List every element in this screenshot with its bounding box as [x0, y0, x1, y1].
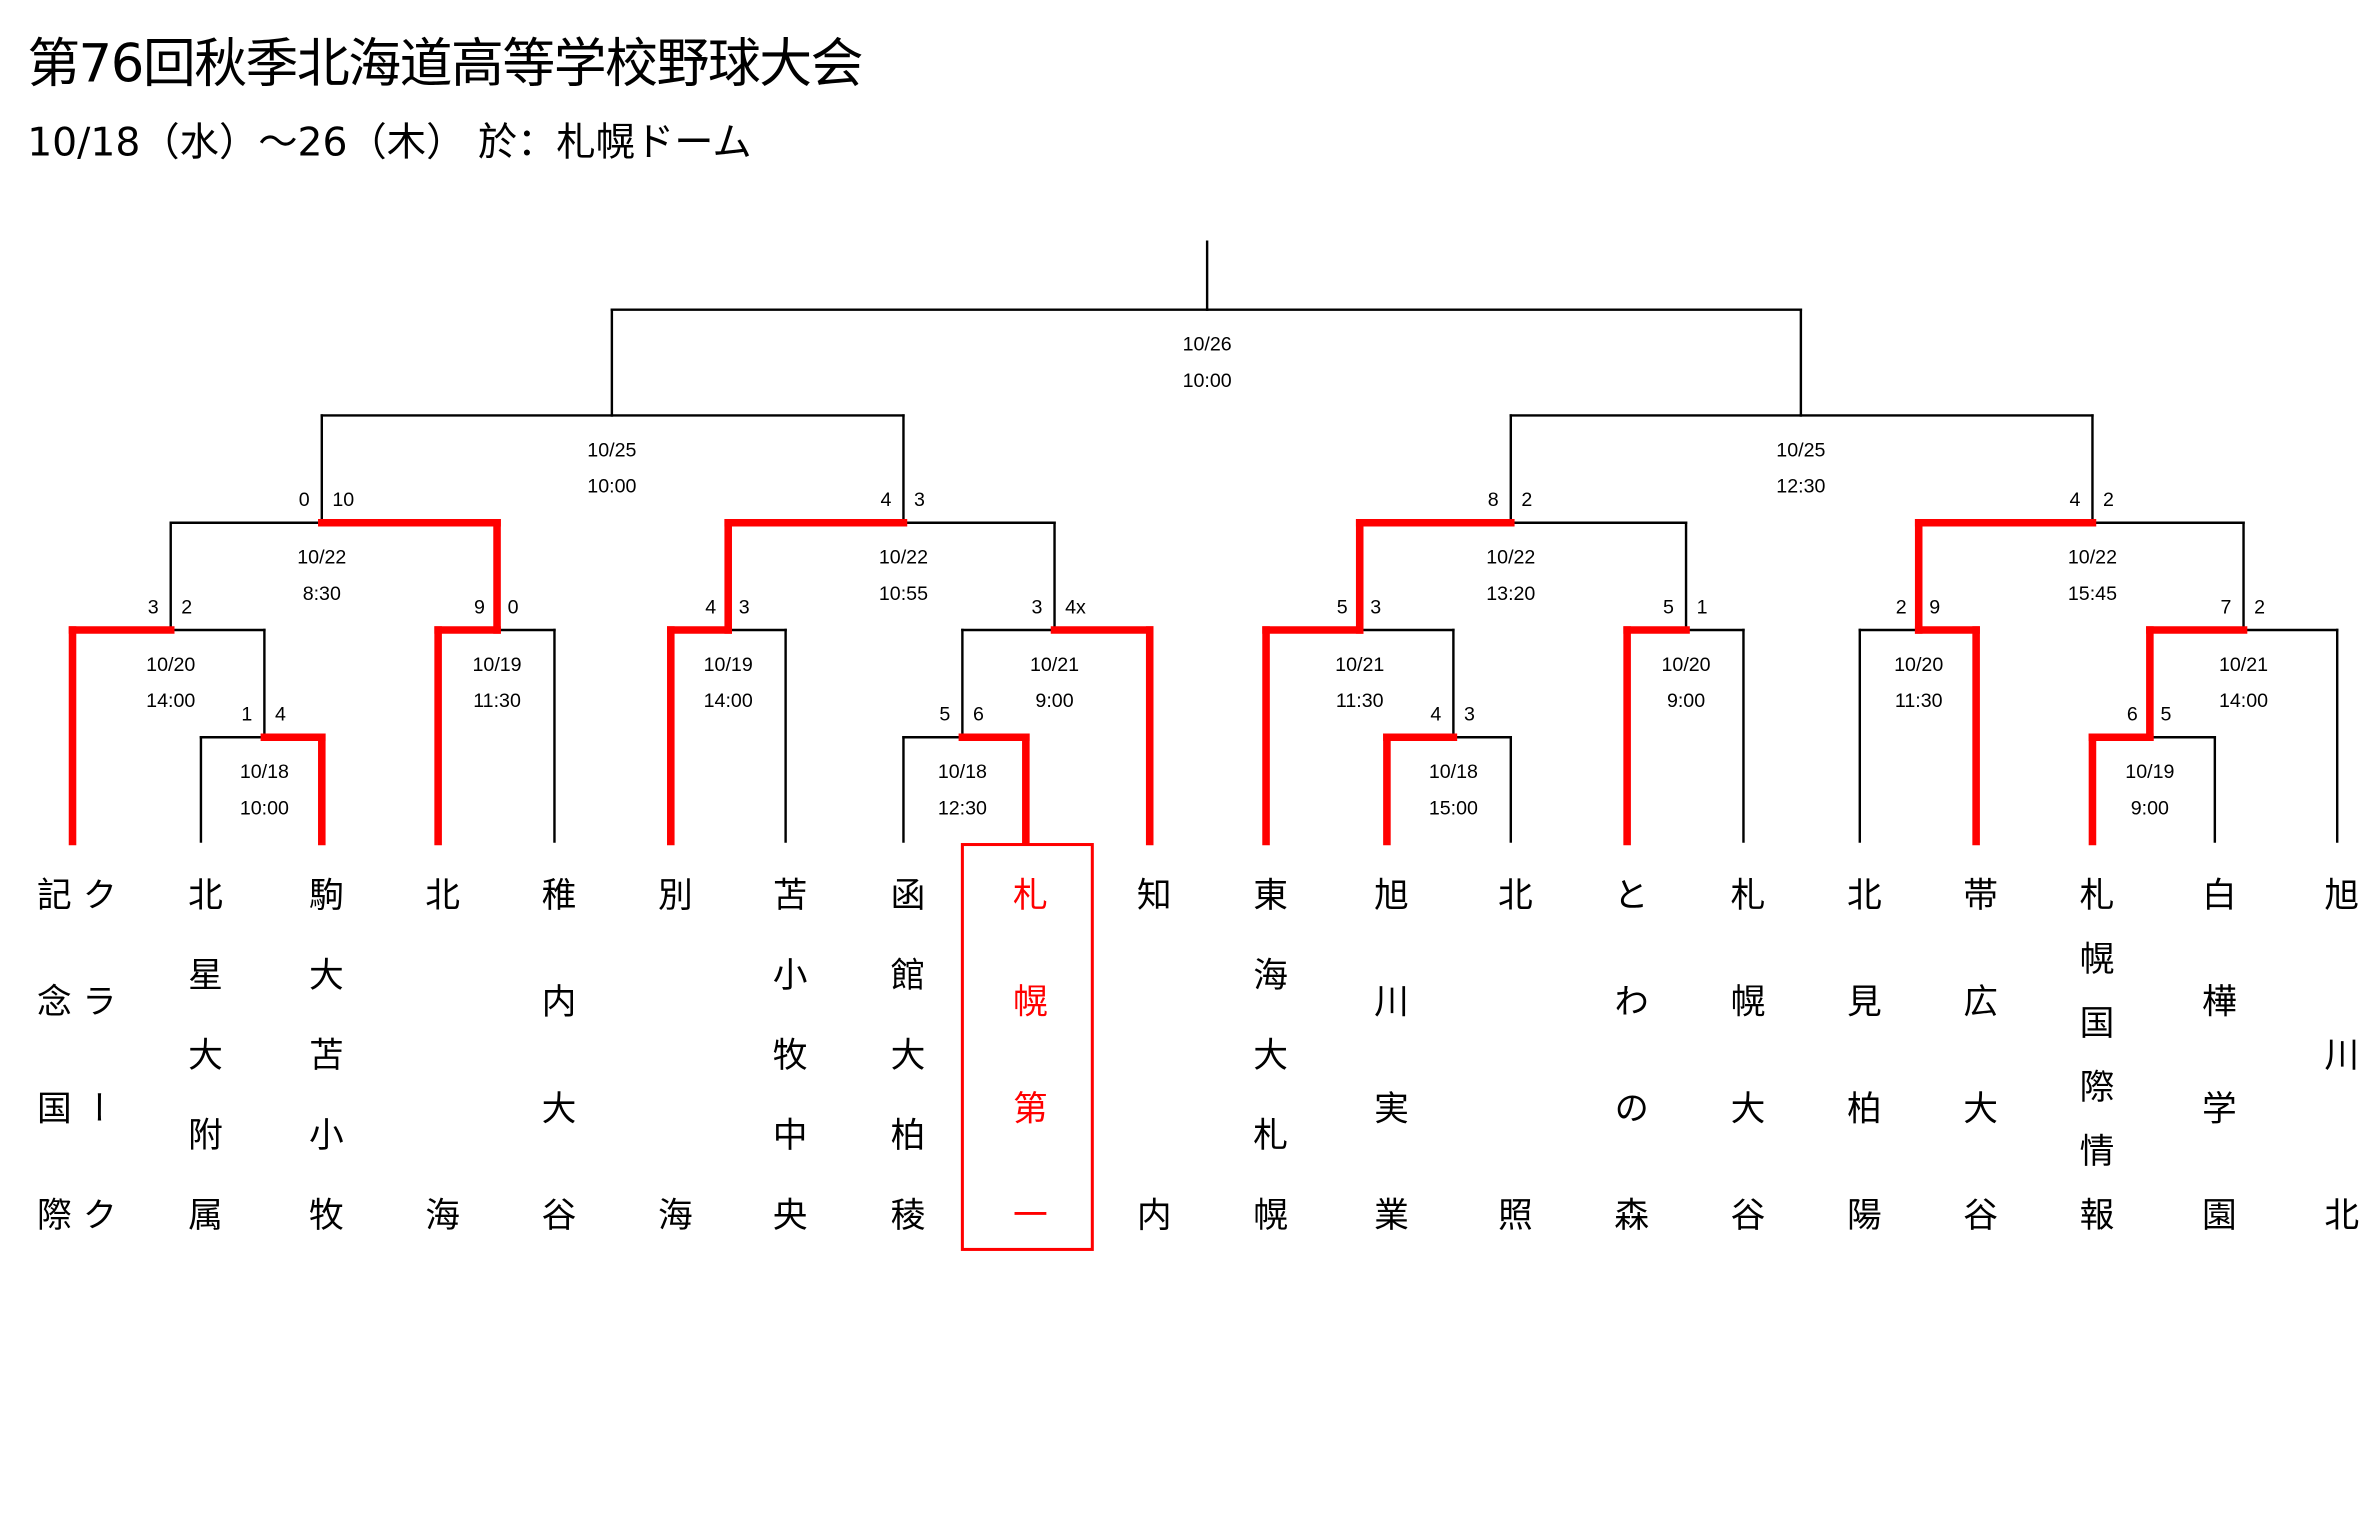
match-time: 9:00: [2131, 797, 2169, 819]
team-name: とわの森: [1607, 876, 1647, 1304]
team-name: 函館大柏稜: [883, 876, 924, 1277]
match-date: 10/19: [472, 654, 521, 676]
score-right: 1: [1697, 596, 1708, 618]
match-time: 10:00: [240, 797, 289, 819]
match-date: 10/22: [2068, 547, 2117, 569]
tournament-bracket-page: 第76回秋季北海道高等学校野球大会 10/18（水）～26（木） 於：札幌ドーム…: [27, 34, 2357, 1517]
page-title: 第76回秋季北海道高等学校野球大会: [27, 34, 863, 96]
score-left: 4: [705, 596, 716, 618]
match-date: 10/25: [587, 439, 636, 461]
team-name: 北星大附属: [181, 876, 221, 1277]
score-right: 4x: [1065, 596, 1086, 618]
score-left: 5: [939, 704, 950, 726]
match-date: 10/21: [1030, 654, 1079, 676]
match-time: 15:45: [2068, 583, 2117, 605]
match-time: 15:00: [1429, 797, 1478, 819]
match-date: 10/21: [2219, 654, 2268, 676]
score-right: 3: [1464, 704, 1475, 726]
score-left: 0: [299, 489, 310, 511]
score-right: 3: [739, 596, 750, 618]
match-date: 10/20: [1661, 654, 1710, 676]
team-name: 東海大札幌: [1246, 876, 1286, 1277]
score-right: 3: [1370, 596, 1381, 618]
match-time: 12:30: [1776, 476, 1825, 498]
match-date: 10/20: [1894, 654, 1943, 676]
highlighted-team-box: [960, 843, 1094, 1251]
score-right: 2: [2254, 596, 2265, 618]
match-time: 11:30: [1336, 690, 1384, 712]
team-name: クラーク記念国際: [30, 876, 115, 1304]
match-date: 10/25: [1776, 439, 1825, 461]
match-time: 10:55: [879, 583, 928, 605]
match-date: 10/26: [1183, 334, 1232, 356]
match-date: 10/18: [1429, 761, 1478, 783]
score-left: 3: [1032, 596, 1043, 618]
match-date: 10/20: [146, 654, 195, 676]
match-date: 10/18: [240, 761, 289, 783]
score-left: 4: [880, 489, 891, 511]
score-right: 0: [508, 596, 519, 618]
match-time: 13:20: [1486, 583, 1535, 605]
team-name: 帯広大谷: [1956, 876, 1996, 1304]
team-name: 旭川北: [2317, 876, 2357, 1357]
match-time: 8:30: [303, 583, 341, 605]
team-name: 札幌第一: [1006, 876, 1046, 1304]
team-name: 札幌大谷: [1723, 876, 1764, 1304]
match-date: 10/19: [2125, 761, 2174, 783]
match-date: 10/19: [704, 654, 753, 676]
match-date: 10/22: [297, 547, 346, 569]
match-time: 14:00: [704, 690, 753, 712]
score-right: 2: [2103, 489, 2114, 511]
match-date: 10/22: [879, 547, 928, 569]
score-right: 6: [973, 704, 984, 726]
team-name: 札幌国際情報: [2072, 876, 2113, 1261]
match-date: 10/18: [938, 761, 987, 783]
score-left: 5: [1663, 596, 1674, 618]
match-time: 10:00: [587, 476, 636, 498]
team-name: 知内: [1130, 876, 1170, 1517]
team-name: 北海: [418, 876, 458, 1517]
score-left: 3: [148, 596, 159, 618]
score-left: 8: [1488, 489, 1499, 511]
match-date: 10/22: [1486, 547, 1535, 569]
team-name: 白樺学園: [2195, 876, 2235, 1304]
score-right: 3: [914, 489, 925, 511]
score-left: 4: [1430, 704, 1441, 726]
score-left: 6: [2127, 704, 2138, 726]
score-right: 10: [332, 489, 354, 511]
match-date: 10/21: [1335, 654, 1384, 676]
team-name: 苫小牧中央: [765, 876, 806, 1277]
team-name: 稚内大谷: [534, 876, 575, 1304]
score-right: 4: [275, 704, 286, 726]
team-name: 駒大苫小牧: [302, 876, 342, 1277]
page-subtitle: 10/18（水）～26（木） 於：札幌ドーム: [27, 120, 752, 167]
match-time: 9:00: [1035, 690, 1073, 712]
score-right: 2: [1521, 489, 1532, 511]
score-left: 5: [1337, 596, 1348, 618]
score-right: 5: [2160, 704, 2171, 726]
score-left: 4: [2069, 489, 2080, 511]
team-name: 旭川実業: [1367, 876, 1407, 1304]
match-time: 9:00: [1667, 690, 1705, 712]
match-time: 14:00: [146, 690, 195, 712]
score-right: 9: [1929, 596, 1940, 618]
match-time: 12:30: [938, 797, 987, 819]
team-name: 別海: [651, 876, 691, 1517]
team-name: 北照: [1491, 876, 1531, 1517]
match-time: 11:30: [473, 690, 521, 712]
score-left: 9: [474, 596, 485, 618]
team-name: 北見柏陽: [1840, 876, 1880, 1304]
score-right: 2: [181, 596, 192, 618]
match-time: 14:00: [2219, 690, 2268, 712]
match-time: 10:00: [1183, 370, 1232, 392]
match-time: 11:30: [1895, 690, 1943, 712]
score-left: 2: [1896, 596, 1907, 618]
score-left: 1: [241, 704, 252, 726]
score-left: 7: [2221, 596, 2232, 618]
